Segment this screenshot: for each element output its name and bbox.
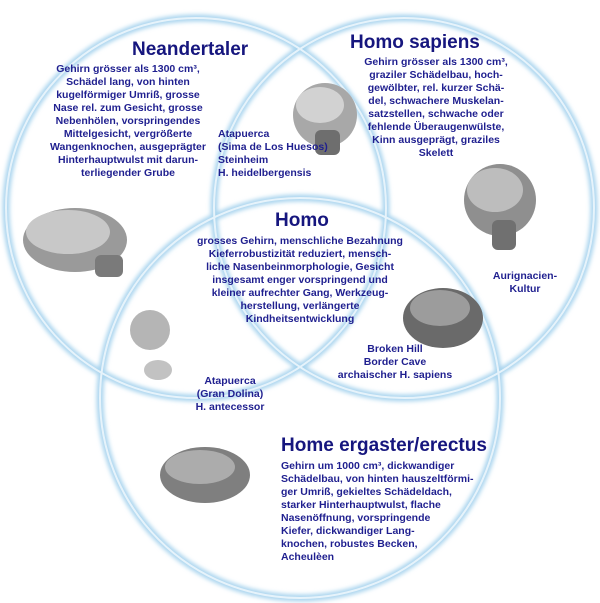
homo-title: Homo [275,210,329,231]
label-heidelbergensis: Atapuerca (Sima de Los Huesos) Steinheim… [218,128,328,179]
neandertaler-title: Neandertaler [132,39,249,60]
skull-sapiens-icon [464,164,536,250]
label-aurignacien: Aurignacien- Kultur [492,270,558,295]
skull-heidelbergensis-icon [293,83,357,155]
homo-description: grosses Gehirn, menschliche Bezahnung Ki… [197,235,403,325]
skull-images [23,83,536,503]
neandertaler-description: Gehirn grösser als 1300 cm³, Schädel lan… [50,63,206,179]
erectus-title: Home ergaster/erectus [281,435,487,456]
sapiens-title: Homo sapiens [350,32,480,53]
skull-broken-hill-icon [403,288,483,348]
erectus-description: Gehirn um 1000 cm³, dickwandiger Schädel… [281,460,474,563]
sapiens-description: Gehirn grösser als 1300 cm³, graziler Sc… [364,56,508,159]
label-antecessor: Atapuerca (Gran Dolina) H. antecessor [195,375,265,413]
skull-antecessor-icon [130,310,172,380]
label-broken-hill: Broken Hill Border Cave archaischer H. s… [337,343,453,381]
skull-neandertaler-icon [23,208,127,277]
skull-erectus-icon [160,447,250,503]
